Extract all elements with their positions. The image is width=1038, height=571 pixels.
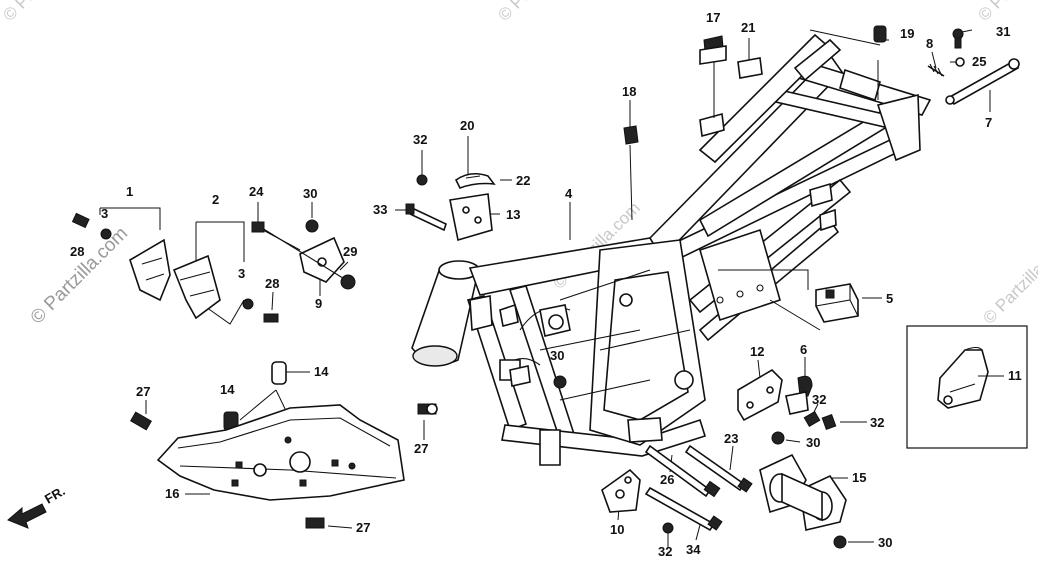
callout-30c: 30 (806, 435, 820, 450)
part-21-label (737, 57, 763, 79)
callout-20: 20 (460, 118, 474, 133)
callout-32b: 32 (812, 392, 826, 407)
callout-21: 21 (741, 20, 755, 35)
callout-16: 16 (165, 486, 179, 501)
callout-19: 19 (900, 26, 914, 41)
callout-17: 17 (706, 10, 720, 25)
part-17-clip (699, 35, 727, 65)
callout-25: 25 (972, 54, 986, 69)
callout-3b: 3 (238, 266, 245, 281)
direction-label: FR. (42, 483, 68, 506)
watermark-main: © Partzilla.com (27, 223, 132, 328)
callout-3a: 3 (101, 206, 108, 221)
part-32-bolts (771, 410, 837, 445)
callout-5: 5 (886, 291, 893, 306)
callout-14b: 14 (220, 382, 235, 397)
part-9-bracket (251, 219, 356, 323)
callout-1: 1 (126, 184, 133, 199)
part-11-box (906, 325, 1028, 449)
callout-33: 33 (373, 202, 387, 217)
callout-2: 2 (212, 192, 219, 207)
callout-18: 18 (622, 84, 636, 99)
direction-arrow-icon: FR. (7, 483, 68, 529)
callout-labels: 17 21 19 31 8 25 7 18 20 32 22 4 33 13 1… (70, 10, 1022, 559)
callout-34: 34 (686, 542, 701, 557)
callout-26: 26 (660, 472, 674, 487)
part-19-grommet (873, 25, 887, 43)
part-27-bolts (130, 411, 325, 529)
callout-29: 29 (343, 244, 357, 259)
part-1-2-guards (71, 212, 254, 320)
part-18-rubber (623, 125, 639, 145)
callout-11: 11 (1008, 368, 1022, 383)
part-30-nut-bottom (833, 535, 847, 549)
callout-27a: 27 (136, 384, 150, 399)
part-13-20-22 (405, 172, 496, 242)
callout-10: 10 (610, 522, 624, 537)
callout-22: 22 (516, 173, 530, 188)
callout-28a: 28 (70, 244, 84, 259)
callout-30d: 30 (878, 535, 892, 550)
watermark-top-left: © Partzilla.com (0, 0, 94, 25)
callout-30a: 30 (303, 186, 317, 201)
part-16-skid-plate (156, 404, 405, 501)
part-12-plate (737, 368, 783, 422)
callout-7: 7 (985, 115, 992, 130)
callout-27b: 27 (414, 441, 428, 456)
callout-13: 13 (506, 207, 520, 222)
callout-24: 24 (249, 184, 264, 199)
callout-32a: 32 (413, 132, 427, 147)
part-31-25-8-7 (927, 28, 1020, 105)
watermark-top-right: © Partzilla.com (974, 0, 1038, 25)
callout-32d: 32 (658, 544, 672, 559)
callout-27c: 27 (356, 520, 370, 535)
part-long-bolts (644, 444, 753, 532)
callout-6: 6 (800, 342, 807, 357)
part-30-nut-mid (553, 375, 567, 389)
watermark-right: © Partzilla.com (979, 233, 1038, 327)
watermark-top-mid: © Partzilla.com (494, 0, 588, 25)
callout-12: 12 (750, 344, 764, 359)
part-27-bolt-center (417, 403, 438, 415)
callout-14a: 14 (314, 364, 329, 379)
part-10-plate (601, 468, 674, 534)
callout-4: 4 (565, 186, 573, 201)
part-5-bracket (815, 283, 859, 323)
callout-15: 15 (852, 470, 866, 485)
callout-32c: 32 (870, 415, 884, 430)
callout-9: 9 (315, 296, 322, 311)
part-15-bracket (759, 453, 847, 531)
callout-8: 8 (926, 36, 933, 51)
frame-body (411, 33, 932, 466)
callout-23: 23 (724, 431, 738, 446)
callout-31: 31 (996, 24, 1010, 39)
callout-28b: 28 (265, 276, 279, 291)
part-6-hook (785, 375, 813, 415)
callout-30b: 30 (550, 348, 564, 363)
